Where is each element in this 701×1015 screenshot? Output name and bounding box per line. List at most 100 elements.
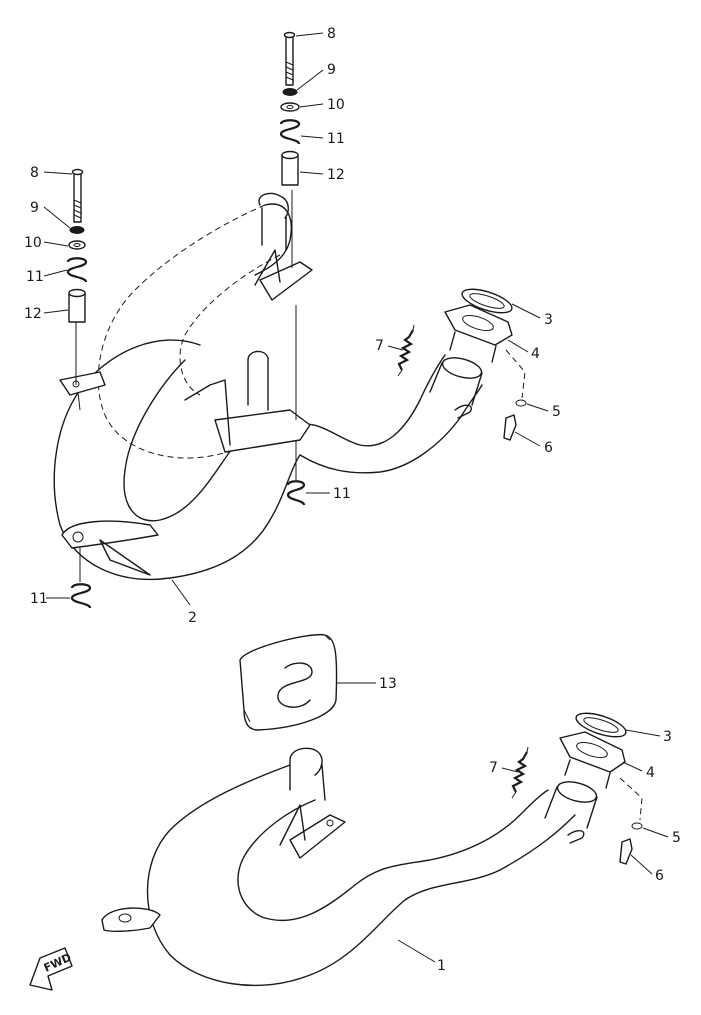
left-collar (68, 292, 86, 323)
upper-flange-port (462, 314, 494, 332)
leader-1 (397, 939, 436, 963)
upper-flange-group (397, 288, 527, 441)
leader-2 (171, 579, 191, 606)
callout-8-top: 8 (327, 26, 336, 42)
callout-13: 13 (379, 676, 397, 692)
upper-mount-bracket (259, 261, 313, 301)
lower-front-bracket-hole (72, 531, 84, 543)
leader-11-left (43, 269, 68, 277)
upper-spring-hooks (397, 324, 415, 377)
top-collar (281, 154, 299, 186)
left-lock-washer (69, 226, 85, 234)
leader-3-lower (625, 729, 661, 737)
upper-exhaust-assembly (53, 190, 483, 582)
lower-pipe-end-collar (556, 781, 598, 803)
leader-6-lower (630, 854, 653, 875)
callout-10-top: 10 (327, 97, 345, 113)
upper-gasket (461, 288, 513, 314)
upper-exhaust-flange (444, 304, 513, 346)
silencer-hidden-inner (179, 254, 281, 396)
callout-11-top: 11 (327, 131, 345, 147)
upper-lock-washer (515, 399, 527, 407)
lower-flange-bolt (619, 838, 633, 865)
top-hardware-stack (279, 31, 301, 186)
front-damper-spring (70, 583, 92, 609)
lower-exhaust-flange (559, 731, 626, 773)
left-bolt (73, 171, 82, 223)
tailpipe-stub-mid (247, 350, 269, 411)
guide-line-top (291, 190, 297, 420)
left-hardware-stack (66, 168, 88, 323)
heat-shield-cutout (277, 662, 313, 708)
leader-10-left (43, 241, 69, 247)
callout-5-lower: 5 (672, 830, 681, 846)
left-flat-washer (68, 240, 86, 250)
lower-spring-hooks (511, 746, 529, 799)
leader-5-lower (642, 827, 669, 838)
center-bracket-gusset (184, 379, 231, 446)
callout-1: 1 (437, 958, 446, 974)
upper-exhaust-spring (397, 329, 414, 371)
callout-12-top: 12 (327, 167, 345, 183)
heat-shield-edge (243, 634, 331, 723)
leader-6-upper (514, 431, 541, 447)
lower-front-bracket (61, 520, 159, 549)
lower-pipe-inner (237, 789, 549, 922)
lower-mount-bracket (289, 814, 346, 859)
silencer-hidden-outline (97, 204, 301, 459)
callout-8-left: 8 (30, 165, 39, 181)
leader-12-left (43, 309, 69, 314)
upper-bolt-guide (505, 349, 526, 399)
callout-3-lower: 3 (663, 729, 672, 745)
leader-3-upper (511, 303, 541, 319)
leader-9-top (296, 69, 324, 91)
fwd-direction-marker: FWD (29, 947, 73, 991)
pipe-spring-hook (454, 404, 472, 419)
left-damper-spring (66, 257, 88, 283)
lower-mount-bracket-hole (326, 819, 334, 827)
top-lock-washer (282, 88, 298, 96)
lower-gasket (575, 712, 627, 738)
callout-3-upper: 3 (544, 312, 553, 328)
lower-tailpipe-stub (289, 747, 326, 801)
upper-flange-bolt (503, 414, 517, 441)
lower-flange-port (576, 741, 608, 759)
heat-shield-outer (239, 633, 338, 731)
lower-exhaust-spring (511, 751, 528, 793)
callout-11-center: 11 (333, 486, 351, 502)
lower-gasket-inner (583, 717, 619, 733)
leader-9-left (43, 206, 71, 229)
leader-8-top (295, 32, 324, 37)
upper-flange-neck (449, 331, 497, 363)
left-bolt-head (71, 168, 84, 176)
pipe-end-collar (441, 357, 483, 379)
callout-11-left: 11 (26, 269, 44, 285)
leader-lines (43, 32, 669, 963)
callout-9-top: 9 (327, 62, 336, 78)
lower-bracket-gusset (279, 804, 306, 846)
fwd-arrow-shape (29, 947, 73, 991)
callout-4-lower: 4 (646, 765, 655, 781)
callout-labels: 8 9 10 11 12 8 9 10 11 12 11 11 2 3 4 5 … (24, 26, 681, 974)
top-collar-top (281, 150, 299, 160)
leader-5-upper (526, 403, 549, 412)
top-flat-washer (280, 102, 300, 112)
lower-lock-washer (631, 822, 643, 830)
top-flat-washer-hole (286, 105, 294, 109)
leader-10-top (299, 103, 324, 108)
heat-shield-pad (239, 633, 338, 731)
lower-pipe-end-body (544, 786, 598, 829)
leader-4-lower (622, 761, 643, 772)
lower-exhaust-pipe (101, 747, 598, 987)
pipe-end-body (429, 362, 483, 406)
top-damper-spring (279, 119, 301, 145)
callout-12-left: 12 (24, 306, 42, 322)
pipe-s-bend-upper (299, 354, 446, 447)
callout-7-upper: 7 (375, 338, 384, 354)
leader-7-lower (501, 767, 519, 773)
left-flat-washer-hole (73, 243, 81, 247)
callout-6-upper: 6 (544, 440, 553, 456)
lower-front-gusset (99, 539, 151, 576)
left-bolt-thread (73, 199, 82, 219)
